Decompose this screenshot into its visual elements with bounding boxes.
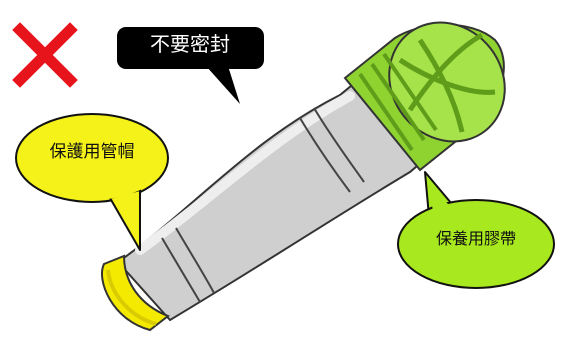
protective-cap-label: 保護用管帽 xyxy=(49,142,135,162)
no-seal-bubble xyxy=(117,27,264,104)
curing-tape-label: 保養用膠帶 xyxy=(435,229,516,248)
protective-cap-bubble xyxy=(15,113,169,251)
curing-tape-wrap xyxy=(343,21,506,172)
no-seal-label: 不要密封 xyxy=(150,32,230,56)
curing-tape-bubble xyxy=(397,171,555,289)
cross-icon xyxy=(12,22,78,88)
protective-cap xyxy=(101,254,170,332)
